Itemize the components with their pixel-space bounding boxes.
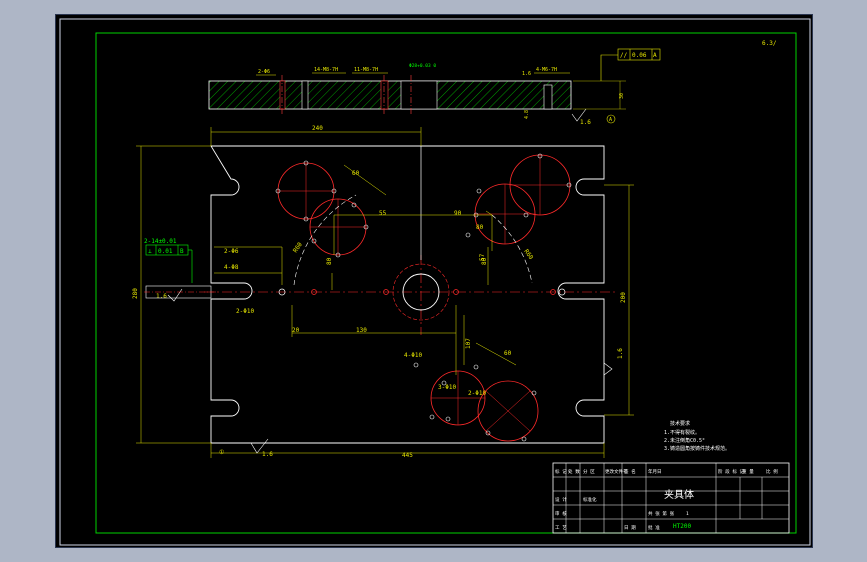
tb-row2-1: 设 计 — [555, 496, 567, 503]
left-callout: 2-14±0.01 ⊥ 0.01 B — [144, 238, 216, 299]
tb-header-3: 分 区 — [583, 468, 595, 475]
technical-notes: 技术要求 1.不得有裂纹。 2.未注倒角C0.5° 3.铸造圆角按铸件技术规范。 — [664, 420, 730, 452]
tb-header-5: 签 名 — [624, 468, 636, 475]
tb-header-2: 处 数 — [568, 468, 580, 475]
dim-radius-2: R60 — [522, 248, 534, 261]
side-callout-6: 4-M6-7H — [536, 67, 557, 73]
dim-angle-1: 60 — [352, 170, 360, 177]
side-datum-circle — [606, 114, 616, 124]
material: HT200 — [673, 523, 691, 530]
dim-pin-2: 4-Φ8 — [224, 264, 239, 271]
parallelism-datum: A — [653, 52, 657, 59]
clamp-station-lower — [413, 362, 539, 442]
dim-inner-3: 80 — [326, 257, 333, 265]
tb-row3-1: 审 核 — [555, 510, 567, 517]
datum-circle-left: ① — [219, 449, 224, 456]
side-datum-label: A — [609, 117, 612, 123]
dim-vertical-1: 57 — [479, 253, 486, 261]
part-name: 夹具体 — [664, 488, 694, 501]
side-roughness: 1.6 — [580, 119, 591, 126]
side-callout-2: 14-M8-7H — [314, 67, 338, 73]
dim-pin-6: 2-Φ10 — [468, 390, 486, 397]
sheet-frame — [59, 18, 811, 546]
central-bore — [402, 273, 440, 311]
dim-inner-4: 80 — [481, 257, 488, 265]
tb-row2-4: 重 量 — [742, 468, 754, 475]
tb-row2-2: 标准化 — [583, 496, 597, 503]
tb-row3-4: 批 准 — [648, 524, 660, 531]
side-callout-4: Φ28+0.03 0 — [409, 63, 436, 69]
left-tol-value: 0.01 — [158, 248, 173, 255]
tb-row2-5: 比 例 — [766, 468, 778, 475]
left-roughness: 1.6 — [156, 293, 167, 300]
dim-vertical-2: 107 — [465, 338, 472, 349]
tech-notes-title: 技术要求 — [670, 420, 690, 427]
tb-row3-2: 工 艺 — [555, 525, 567, 531]
dim-overall-width: 280 — [132, 288, 139, 299]
left-tol-symbol: ⊥ — [148, 248, 152, 255]
dim-pin-5: 3-Φ10 — [438, 384, 456, 391]
corner-roughness-note: 6.3/ — [762, 40, 777, 47]
dim-inner-1: 55 — [379, 210, 387, 217]
tb-sheet: 共 张 第 张 — [648, 510, 675, 517]
dim-radius-1: R60 — [292, 241, 304, 254]
side-view: 2-Φ6 14-M8-7H 11-M8-7H Φ28+0.03 0 1.6 4-… — [208, 40, 777, 126]
tech-note-2: 2.未注倒角C0.5° — [664, 437, 705, 444]
right-roughness: 1.6 — [617, 348, 624, 359]
dim-bottom-2: 130 — [356, 327, 367, 334]
drawing-border — [95, 32, 797, 534]
tb-header-6: 年月日 — [648, 468, 662, 475]
parallelism-value: 0.06 — [632, 52, 647, 59]
dim-pin-4: 4-Φ10 — [404, 352, 422, 359]
side-offset-dim: 4.8 — [524, 110, 530, 119]
cad-viewport[interactable]: 2-Φ6 14-M8-7H 11-M8-7H Φ28+0.03 0 1.6 4-… — [55, 14, 813, 548]
side-callout-3: 11-M8-7H — [354, 67, 378, 73]
tb-row2-3: 阶 段 标 记 — [718, 468, 745, 475]
dim-pin-1: 2-Φ6 — [224, 248, 239, 255]
clamp-station-upper-left — [275, 160, 369, 258]
dim-side-width: 200 — [620, 292, 627, 303]
dim-pin-3: 2-Φ10 — [236, 308, 254, 315]
title-block: 标 记 处 数 分 区 更改文件号 签 名 年月日 设 计 标准化 阶 段 标 … — [552, 462, 790, 534]
parallelism-frame — [617, 48, 661, 61]
tb-row3-3: 日 期 — [624, 525, 636, 531]
tb-scale: 1 — [686, 511, 689, 517]
tb-header-1: 标 记 — [555, 468, 567, 475]
clamp-station-upper-right — [465, 153, 572, 245]
plate-outline — [210, 145, 605, 444]
dim-angle-2: 60 — [504, 350, 512, 357]
tech-note-3: 3.铸造圆角按铸件技术规范。 — [664, 445, 730, 452]
bottom-roughness: 1.6 — [262, 451, 273, 458]
engineering-drawing: 2-Φ6 14-M8-7H 11-M8-7H Φ28+0.03 0 1.6 4-… — [59, 18, 811, 546]
tech-note-1: 1.不得有裂纹。 — [664, 429, 700, 436]
side-callout-5: 1.6 — [522, 71, 531, 77]
side-thickness-dim: 30 — [619, 93, 625, 99]
left-tol-datum: B — [180, 248, 184, 255]
dim-inner-2: 90 — [454, 210, 462, 217]
dim-overall-length: 445 — [402, 452, 413, 459]
dim-right-1: 80 — [476, 224, 484, 231]
tb-header-4: 更改文件号 — [605, 468, 628, 475]
dimension-lines — [136, 127, 634, 458]
side-view-body — [208, 80, 572, 110]
left-callout-hole: 2-14±0.01 — [144, 238, 177, 245]
parallelism-symbol: // — [620, 52, 628, 59]
dim-bottom-1: 20 — [292, 327, 300, 334]
dim-top-span: 240 — [312, 125, 323, 132]
side-callout-1: 2-Φ6 — [258, 69, 270, 75]
plan-view: 240 445 280 200 55 90 80 80 60 60 20 130… — [132, 125, 634, 459]
